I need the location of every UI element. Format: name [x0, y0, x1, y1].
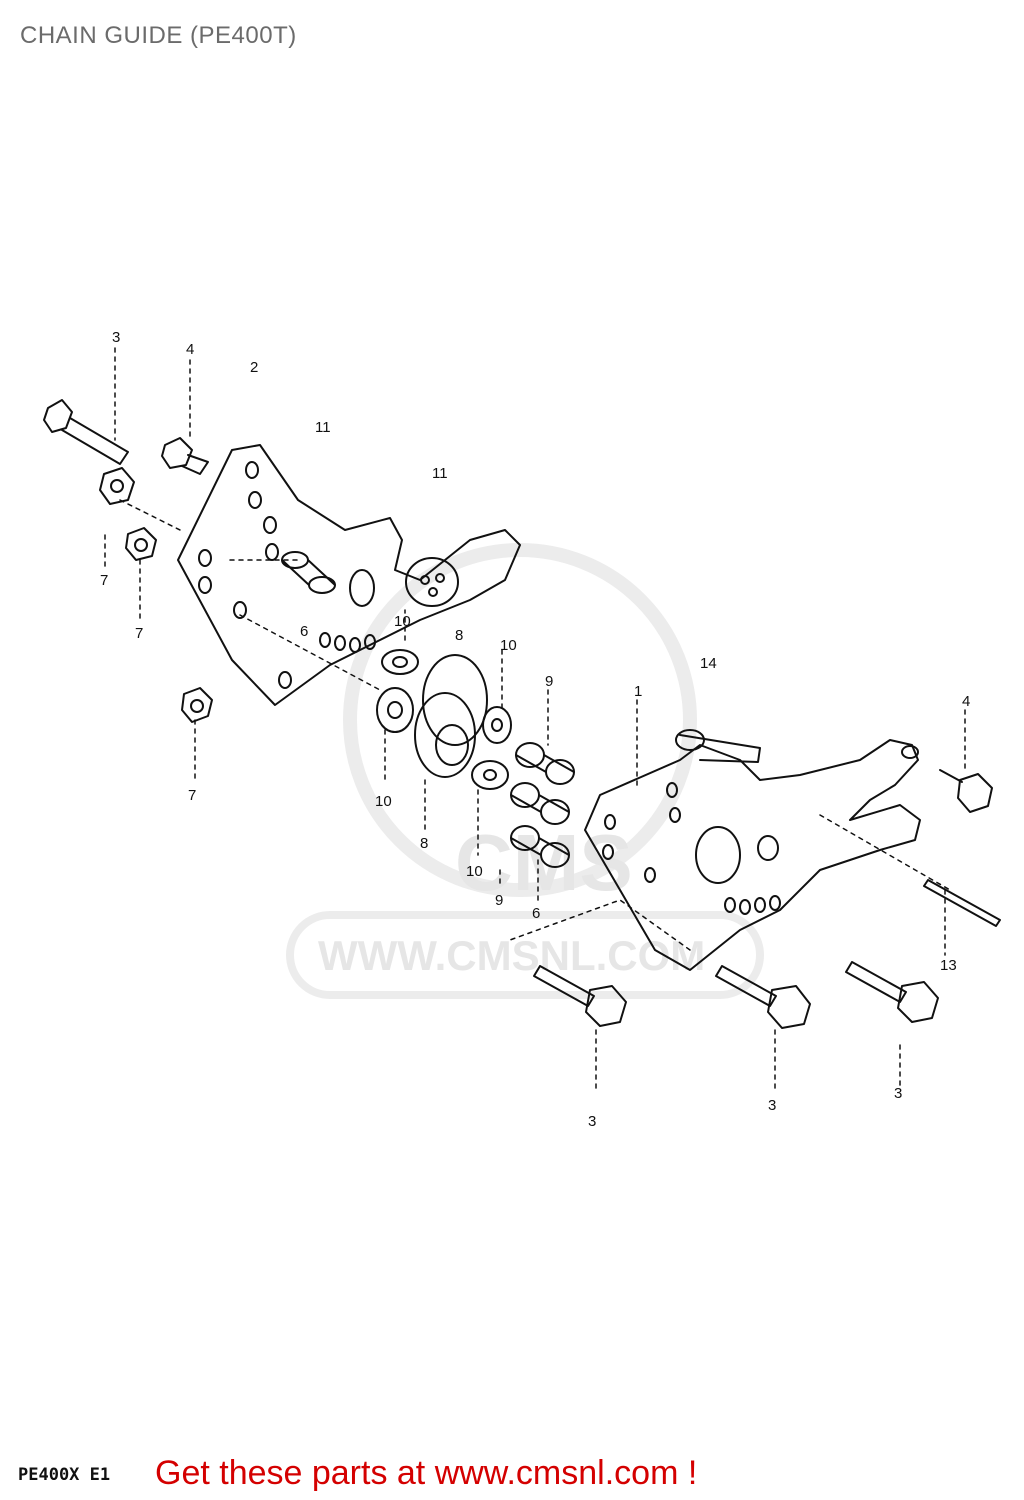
right-guide-plate	[584, 729, 921, 971]
callout-label: 7	[188, 787, 196, 804]
washer-icon	[482, 706, 512, 744]
page-title: CHAIN GUIDE (PE400T)	[20, 22, 297, 49]
callout-label: 2	[250, 359, 258, 376]
model-code: PE400X E1	[18, 1465, 111, 1485]
callout-label: 8	[455, 627, 463, 644]
leader-lines	[104, 347, 966, 1091]
spacer-icon	[510, 825, 570, 868]
nut-icon	[181, 687, 213, 723]
pin-icon	[923, 879, 1001, 927]
callout-label: 6	[300, 623, 308, 640]
callout-label: 7	[135, 625, 143, 642]
callout-label: 3	[894, 1085, 902, 1102]
callout-label: 10	[375, 793, 392, 810]
bolt-icon	[939, 769, 993, 813]
washer-icon	[381, 649, 419, 675]
callout-label: 10	[394, 613, 411, 630]
callout-label: 13	[940, 957, 957, 974]
buy-parts-link[interactable]: Get these parts at www.cmsnl.com !	[155, 1454, 698, 1492]
watermark: CMS WWW.CMSNL.COM	[286, 543, 764, 999]
callout-label: 8	[420, 835, 428, 852]
callout-label: 3	[768, 1097, 776, 1114]
callout-label: 14	[700, 655, 717, 672]
callout-labels: 3 4 2 11 11 7 7 7 6 10 8 10 10 8 10 9 9 …	[100, 329, 970, 1130]
spacer-icon	[510, 782, 570, 825]
callout-label: 11	[315, 419, 331, 436]
callout-label: 6	[532, 905, 540, 922]
nut-icon	[125, 527, 157, 561]
callout-label: 11	[432, 465, 448, 482]
nut-icon	[99, 467, 135, 505]
washer-icon	[471, 760, 509, 790]
bolt-icon	[43, 399, 129, 465]
spacer-icon	[281, 551, 336, 594]
callout-label: 7	[100, 572, 108, 589]
left-guide-plate	[177, 444, 521, 706]
bolt-icon	[161, 437, 209, 475]
spacer-icon	[515, 742, 575, 785]
callout-label: 9	[495, 892, 503, 909]
callout-label: 4	[962, 693, 970, 710]
callout-label: 3	[588, 1113, 596, 1130]
roller-icon	[405, 557, 459, 607]
callout-label: 3	[112, 329, 120, 346]
bolt-icon	[715, 965, 811, 1029]
bolt-icon	[845, 961, 939, 1023]
callout-label: 10	[466, 863, 483, 880]
roller-icon	[414, 654, 488, 778]
callout-label: 4	[186, 341, 194, 358]
bolt-icon	[533, 965, 627, 1027]
washer-icon	[376, 687, 414, 733]
callout-label: 1	[634, 683, 642, 700]
callout-label: 9	[545, 673, 553, 690]
callout-label: 10	[500, 637, 517, 654]
